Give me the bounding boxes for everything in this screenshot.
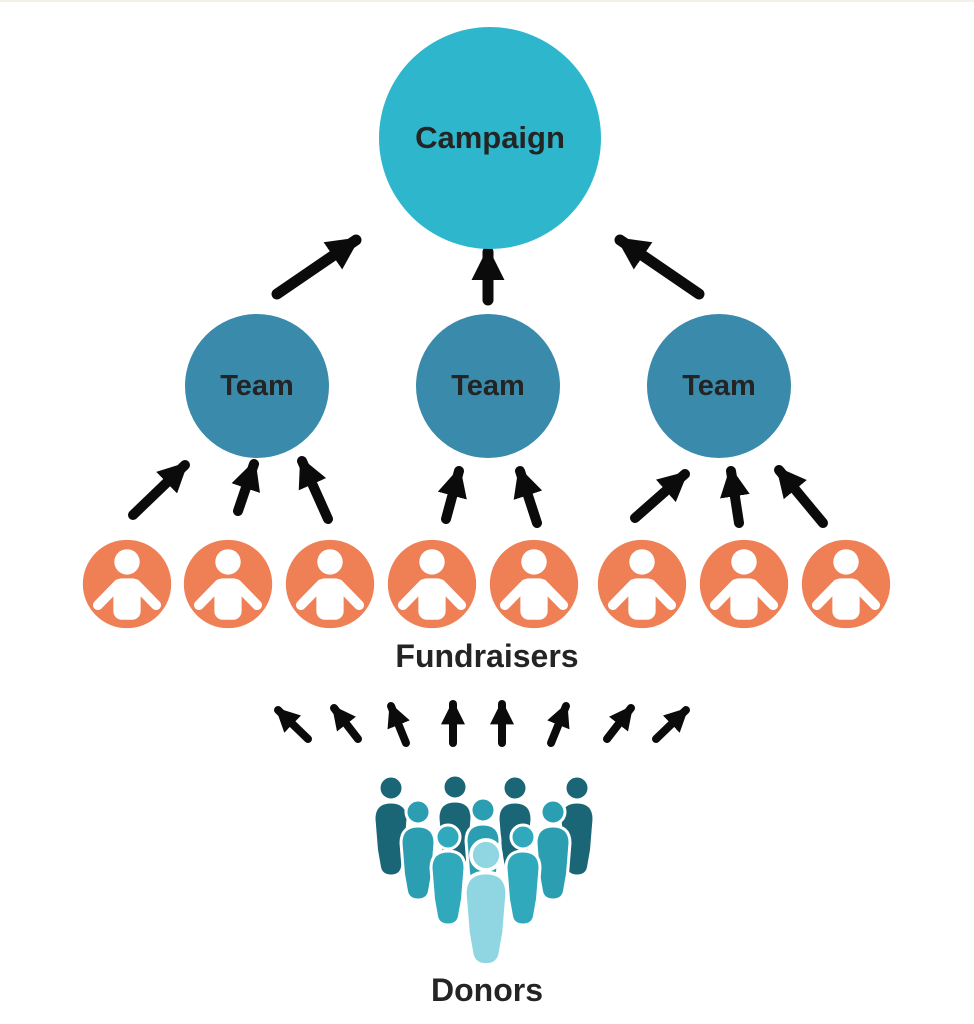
arrow-fundraiser5	[513, 466, 543, 528]
arrow-fundraiser1	[128, 460, 190, 520]
team-label: Team	[682, 369, 756, 402]
fundraiser-icon-6	[595, 537, 689, 631]
team-label: Team	[220, 369, 294, 402]
donor-figure-mid-1	[399, 798, 437, 902]
team-node-1: Team	[185, 314, 329, 458]
arrow-fundraiser4	[437, 466, 467, 524]
arrow-donor8	[652, 706, 690, 743]
fundraisers-to-teams-arrows	[128, 456, 828, 528]
arrow-donor6	[547, 702, 570, 747]
arrow-fundraiser7	[720, 466, 750, 528]
campaign-label: Campaign	[415, 120, 565, 155]
team-node-3: Team	[647, 314, 791, 458]
fundraiser-icon-1	[80, 537, 174, 631]
donor-figure-front-2	[504, 823, 542, 927]
fundraisers-label: Fundraisers	[395, 638, 579, 674]
fundraiser-icon-7	[697, 537, 791, 631]
team-node-2: Team	[416, 314, 560, 458]
arrow-donor3	[387, 702, 410, 747]
fundraiser-icon-2	[181, 537, 275, 631]
campaign-node: Campaign	[379, 27, 601, 249]
fundraiser-icon-8	[799, 537, 893, 631]
teams-to-campaign-arrows	[271, 234, 705, 306]
arrow-fundraiser6	[630, 469, 690, 523]
arrow-fundraiser8	[774, 465, 828, 528]
donors-crowd-icon	[372, 773, 596, 967]
arrow-team3-campaign	[614, 234, 705, 300]
arrow-team1-campaign	[271, 234, 362, 300]
donor-figure-front-1	[429, 823, 467, 927]
fundraiser-icon-3	[283, 537, 377, 631]
arrow-donor7	[603, 704, 635, 743]
donor-figure-center-light	[462, 838, 510, 967]
arrow-donor1	[274, 706, 312, 743]
donors-label: Donors	[431, 972, 543, 1008]
arrow-fundraiser3	[297, 456, 333, 524]
fundraiser-icon-5	[487, 537, 581, 631]
arrow-fundraiser2	[231, 459, 260, 516]
donor-figure-mid-3	[534, 798, 572, 902]
donors-to-fundraisers-arrows	[274, 700, 690, 747]
fundraiser-icon-4	[385, 537, 479, 631]
arrow-donor2	[330, 704, 362, 743]
team-label: Team	[451, 369, 525, 402]
